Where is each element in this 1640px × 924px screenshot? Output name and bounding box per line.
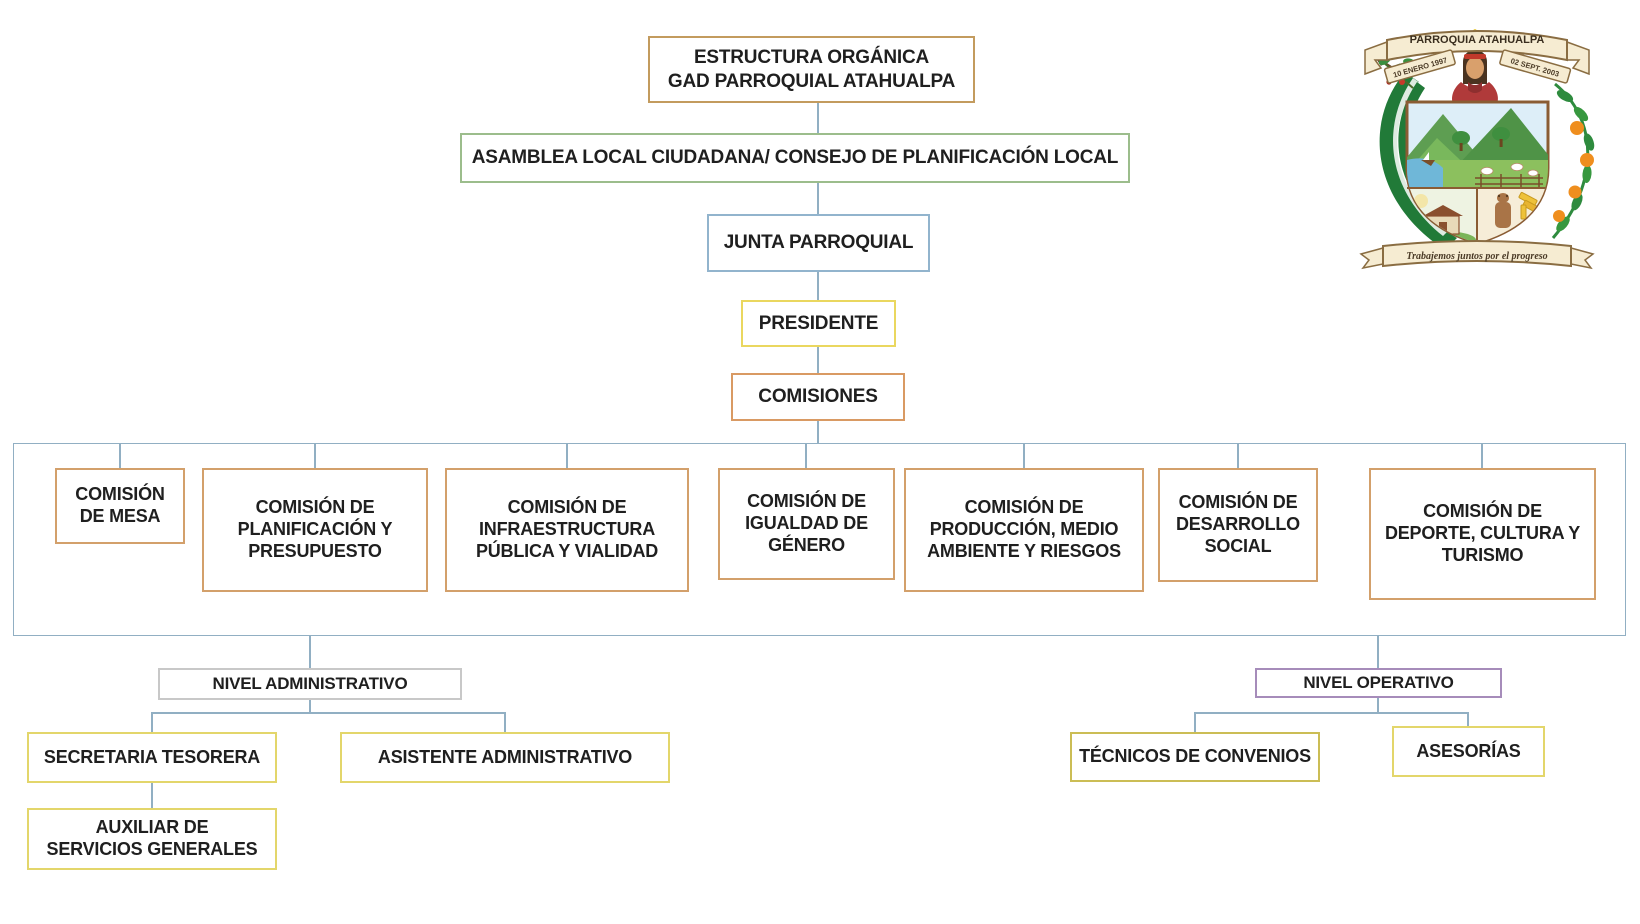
top-banner: PARROQUIA ATAHUALPA: [1364, 30, 1590, 76]
connector-container-nivel-admin: [309, 636, 311, 668]
node-comision-igualdad: COMISIÓN DE IGUALDAD DE GÉNERO: [718, 468, 895, 580]
node-auxiliar-servicios: AUXILIAR DE SERVICIOS GENERALES: [27, 808, 277, 870]
shield: [1405, 100, 1550, 245]
comision-mesa-label: COMISIÓN DE MESA: [75, 484, 165, 526]
connector-branch-secretaria: [151, 712, 153, 732]
comision-produccion-label: COMISIÓN DE PRODUCCIÓN, MEDIO AMBIENTE Y…: [927, 497, 1121, 561]
node-estructura-organica: ESTRUCTURA ORGÁNICA GAD PARROQUIAL ATAHU…: [648, 36, 975, 103]
connector-stub-deporte: [1481, 443, 1483, 468]
connector-stub-igualdad: [805, 443, 807, 468]
node-junta-parroquial: JUNTA PARROQUIAL: [707, 214, 930, 272]
motto-ribbon: Trabajemos juntos por el progreso: [1359, 240, 1595, 270]
node-comision-mesa: COMISIÓN DE MESA: [55, 468, 185, 544]
node-asesorias: ASESORÍAS: [1392, 726, 1545, 777]
connector-comisiones-container: [817, 421, 819, 443]
connector-branch-asistente: [504, 712, 506, 732]
secretaria-tesorera-label: SECRETARIA TESORERA: [43, 746, 261, 767]
node-asistente-administrativo: ASISTENTE ADMINISTRATIVO: [340, 732, 670, 783]
estructura-line1: ESTRUCTURA ORGÁNICA: [693, 47, 930, 69]
connector-oper-branch: [1194, 712, 1469, 714]
connector-asamblea-junta: [817, 183, 819, 214]
node-comision-planificacion: COMISIÓN DE PLANIFICACIÓN Y PRESUPUESTO: [202, 468, 428, 592]
connector-container-nivel-oper: [1377, 636, 1379, 668]
estructura-line2: GAD PARROQUIAL ATAHUALPA: [667, 70, 956, 92]
node-nivel-administrativo: NIVEL ADMINISTRATIVO: [158, 668, 462, 700]
comision-infraestructura-label: COMISIÓN DE INFRAESTRUCTURA PÚBLICA Y VI…: [475, 497, 659, 561]
connector-stub-planificacion: [314, 443, 316, 468]
comision-planificacion-label: COMISIÓN DE PLANIFICACIÓN Y PRESUPUESTO: [237, 497, 393, 561]
connector-stub-infraestructura: [566, 443, 568, 468]
auxiliar-line1: AUXILIAR DE: [95, 817, 209, 838]
connector-branch-tecnicos: [1194, 712, 1196, 732]
node-comision-infraestructura: COMISIÓN DE INFRAESTRUCTURA PÚBLICA Y VI…: [445, 468, 689, 592]
node-comision-deporte: COMISIÓN DE DEPORTE, CULTURA Y TURISMO: [1369, 468, 1596, 600]
node-secretaria-tesorera: SECRETARIA TESORERA: [27, 732, 277, 783]
asistente-administrativo-label: ASISTENTE ADMINISTRATIVO: [377, 746, 633, 767]
connector-admin-branch: [151, 712, 506, 714]
connector-stub-mesa: [119, 443, 121, 468]
node-nivel-operativo: NIVEL OPERATIVO: [1255, 668, 1502, 698]
parish-coat-of-arms: PARROQUIA ATAHUALPA 10 ENERO 1997 02 SEP…: [1359, 29, 1595, 270]
nivel-administrativo-label: NIVEL ADMINISTRATIVO: [212, 673, 408, 693]
connector-root-asamblea: [817, 103, 819, 133]
auxiliar-line2: SERVICIOS GENERALES: [46, 839, 258, 859]
connector-oper-drop: [1377, 698, 1379, 713]
comision-igualdad-label: COMISIÓN DE IGUALDAD DE GÉNERO: [745, 491, 868, 555]
comision-desarrollo-label: COMISIÓN DE DESARROLLO SOCIAL: [1175, 492, 1300, 556]
crest-motto-text: Trabajemos juntos por el progreso: [1406, 251, 1547, 262]
node-tecnicos-convenios: TÉCNICOS DE CONVENIOS: [1070, 732, 1320, 782]
tecnicos-convenios-label: TÉCNICOS DE CONVENIOS: [1079, 746, 1311, 767]
presidente-label: PRESIDENTE: [758, 312, 879, 334]
connector-junta-presidente: [817, 272, 819, 300]
connector-branch-asesorias: [1467, 712, 1469, 726]
commissions-container: [13, 443, 1626, 636]
junta-label: JUNTA PARROQUIAL: [723, 232, 914, 254]
nivel-operativo-label: NIVEL OPERATIVO: [1303, 672, 1454, 692]
connector-secretaria-auxiliar: [151, 783, 153, 808]
asesorias-label: ASESORÍAS: [1416, 740, 1521, 761]
node-presidente: PRESIDENTE: [741, 300, 896, 347]
connector-admin-drop: [309, 700, 311, 713]
orange-branch: [1551, 82, 1595, 239]
comision-deporte-label: COMISIÓN DE DEPORTE, CULTURA Y TURISMO: [1384, 501, 1581, 565]
asamblea-label: ASAMBLEA LOCAL CIUDADANA/ CONSEJO DE PLA…: [471, 147, 1119, 169]
crest-title-text: PARROQUIA ATAHUALPA: [1410, 34, 1545, 46]
connector-presidente-comisiones: [817, 347, 819, 373]
node-comisiones: COMISIONES: [731, 373, 905, 421]
node-comision-produccion: COMISIÓN DE PRODUCCIÓN, MEDIO AMBIENTE Y…: [904, 468, 1144, 592]
node-comision-desarrollo: COMISIÓN DE DESARROLLO SOCIAL: [1158, 468, 1318, 582]
node-asamblea-local: ASAMBLEA LOCAL CIUDADANA/ CONSEJO DE PLA…: [460, 133, 1130, 183]
connector-stub-produccion: [1023, 443, 1025, 468]
comisiones-label: COMISIONES: [758, 386, 878, 408]
connector-stub-desarrollo: [1237, 443, 1239, 468]
